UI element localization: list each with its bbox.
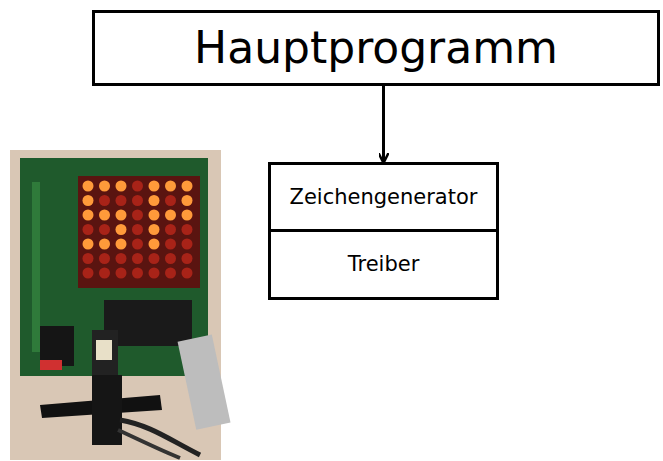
led [149,253,160,264]
led [99,224,110,235]
led [132,268,143,279]
led [132,181,143,192]
joystick-cap [96,340,112,360]
photo-background [10,150,221,460]
led [165,239,176,250]
led [182,268,193,279]
led [83,268,94,279]
led [149,181,160,192]
led [83,239,94,250]
led [165,195,176,206]
led [149,268,160,279]
led [116,195,127,206]
led [165,268,176,279]
ribbon-cable [178,335,231,430]
led [116,181,127,192]
led [116,268,127,279]
led [149,224,160,235]
box-label: Treiber [348,252,420,276]
pin-header [32,182,40,352]
led [116,253,127,264]
led [99,210,110,221]
red-part [40,360,62,370]
led [165,253,176,264]
led [116,239,127,250]
led [149,210,160,221]
led [182,181,193,192]
led [182,239,193,250]
led [99,195,110,206]
led [165,224,176,235]
led [165,210,176,221]
module-box: Treiber [268,229,499,300]
cable [118,430,180,458]
arrow-connector [382,86,385,162]
led [99,253,110,264]
program-box: Hauptprogramm [92,10,660,86]
led [149,239,160,250]
module-box: Zeichengenerator [268,162,499,232]
led [83,181,94,192]
led [182,224,193,235]
box-label: Hauptprogramm [194,23,558,74]
led-matrix [78,176,200,288]
led [182,253,193,264]
led [116,210,127,221]
led [182,210,193,221]
led [132,195,143,206]
led-group [83,181,193,279]
led [83,253,94,264]
led [132,239,143,250]
joystick-shaft [92,330,118,378]
led [99,181,110,192]
led [149,195,160,206]
joystick-body [92,375,122,445]
led [83,195,94,206]
led [182,195,193,206]
led [116,224,127,235]
led [99,239,110,250]
led [165,181,176,192]
led [132,253,143,264]
led [83,210,94,221]
led [99,268,110,279]
led [132,224,143,235]
led [132,210,143,221]
box-label: Zeichengenerator [290,185,478,209]
led [83,224,94,235]
